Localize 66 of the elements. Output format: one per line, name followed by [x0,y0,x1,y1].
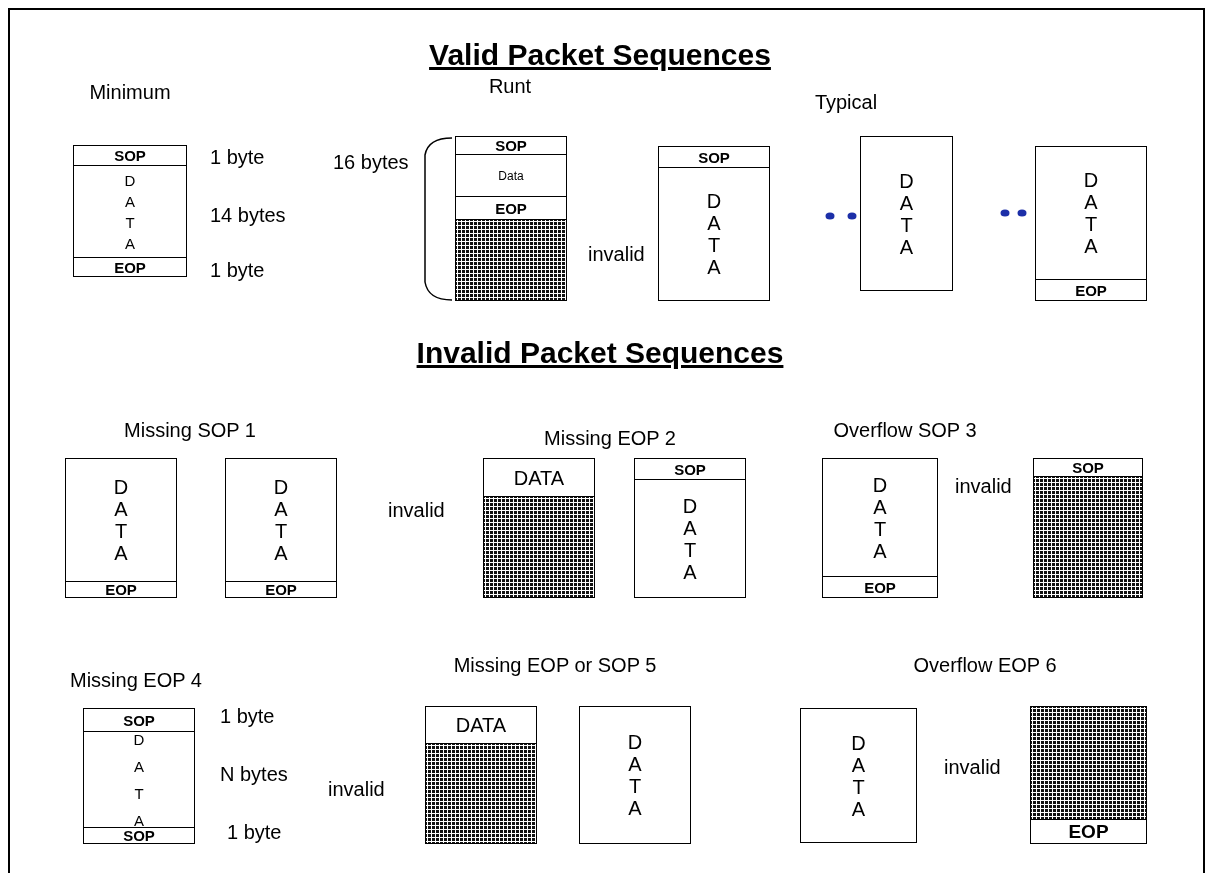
marker-field: EOP [1031,819,1146,843]
group-label: Runt [488,76,532,96]
size-label: 1 byte [220,706,275,726]
packet-box [634,458,746,598]
group-label: Overflow SOP 3 [833,420,977,440]
group-label: Typical [814,92,878,112]
marker-field: EOP [66,581,176,597]
section-heading: Invalid Packet Sequences [416,338,784,368]
marker-field: SOP [84,709,194,731]
group-label: Minimum [89,82,171,102]
marker-field: EOP [74,257,186,276]
marker-field: SOP [635,459,745,479]
packet-box [455,136,567,301]
invalid-hatched-region [1034,476,1142,597]
data-field: D A T A [823,459,937,576]
data-field: D A T A [74,165,186,257]
data-field: D A T A [861,137,952,290]
group-label: Missing EOP 4 [70,670,202,690]
marker-field: EOP [823,576,937,597]
size-label: 1 byte [210,260,265,280]
invalid-hatched-region [426,743,536,843]
packet-box [1033,458,1143,598]
size-label: 14 bytes [210,205,286,225]
invalid-hatched-region [484,496,594,597]
data-field: D A T A [580,707,690,843]
data-field: Data [456,154,566,196]
size-label: 16 bytes [333,152,409,172]
data-field: DATA [484,459,594,496]
data-field: D A T A [801,709,916,842]
group-label: Overflow EOP 6 [913,655,1057,675]
group-label: Missing EOP or SOP 5 [453,655,657,675]
packet-box [822,458,938,598]
status-label: invalid [328,779,385,799]
marker-field: EOP [226,581,336,597]
marker-field: SOP [456,137,566,154]
status-label: invalid [588,244,645,264]
data-field: D A T A [84,731,194,827]
packet-box [483,458,595,598]
size-label: 1 byte [227,822,282,842]
status-label: invalid [388,500,445,520]
marker-field: EOP [1036,279,1146,300]
data-field: D A T A [659,167,769,300]
packet-box [73,145,187,277]
group-label: Missing EOP 2 [544,428,676,448]
packet-box [425,706,537,844]
marker-field: SOP [84,827,194,843]
data-field: D A T A [226,459,336,581]
data-field: D A T A [635,479,745,597]
status-label: invalid [955,476,1012,496]
data-field: DATA [426,707,536,743]
packet-box [658,146,770,301]
invalid-hatched-region [1031,707,1146,819]
packet-box [1030,706,1147,844]
marker-field: SOP [1034,459,1142,476]
size-label: N bytes [220,764,288,784]
section-heading: Valid Packet Sequences [429,40,771,70]
group-label: Missing SOP 1 [124,420,256,440]
packet-box [83,708,195,844]
marker-field: SOP [74,146,186,165]
data-field: D A T A [1036,147,1146,279]
invalid-hatched-region [456,219,566,300]
marker-field: SOP [659,147,769,167]
packet-box [1035,146,1147,301]
status-label: invalid [944,757,1001,777]
data-field: D A T A [66,459,176,581]
size-label: 1 byte [210,147,265,167]
